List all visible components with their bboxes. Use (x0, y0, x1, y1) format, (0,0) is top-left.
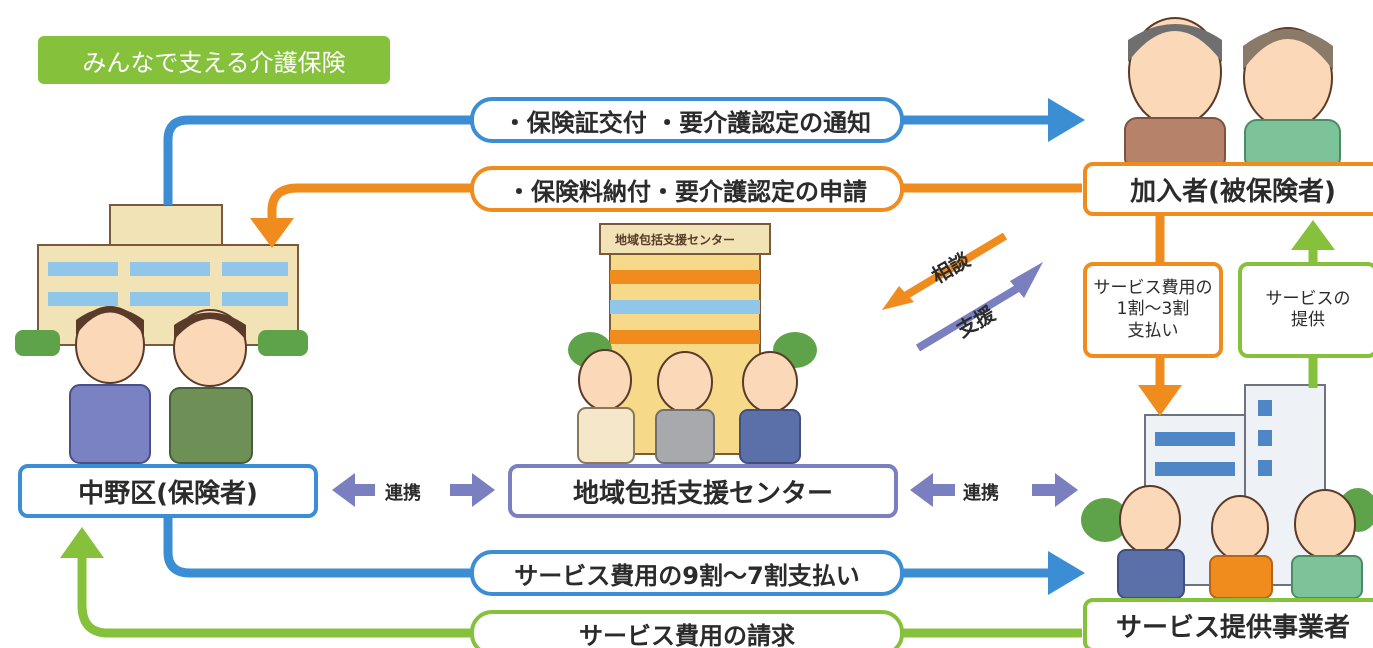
center-signboard: 地域包括支援センター (615, 233, 736, 247)
copay-flow-label: サービス費用の 1割〜3割 支払い (1083, 262, 1223, 358)
insurer-node: 中野区(保険者) (18, 464, 318, 518)
payment-flow-label: サービス費用の9割〜7割支払い (470, 550, 904, 596)
member-node: 加入者(被保険者) (1083, 162, 1373, 216)
center-node: 地域包括支援センター (508, 464, 898, 518)
link-left-label: 連携 (385, 483, 421, 504)
notice-flow-label: ・保険証交付 ・要介護認定の通知 (470, 97, 904, 143)
link-right-label: 連携 (963, 483, 999, 504)
application-flow-label: ・保険料納付・要介護認定の申請 (470, 166, 904, 212)
people-illustration-icon (69, 17, 1373, 599)
billing-flow-label: サービス費用の請求 (470, 610, 904, 648)
provider-node: サービス提供事業者 (1083, 598, 1373, 648)
diagram-title: みんなで支える介護保険 (38, 36, 390, 84)
service-flow-label: サービスの 提供 (1238, 262, 1373, 358)
